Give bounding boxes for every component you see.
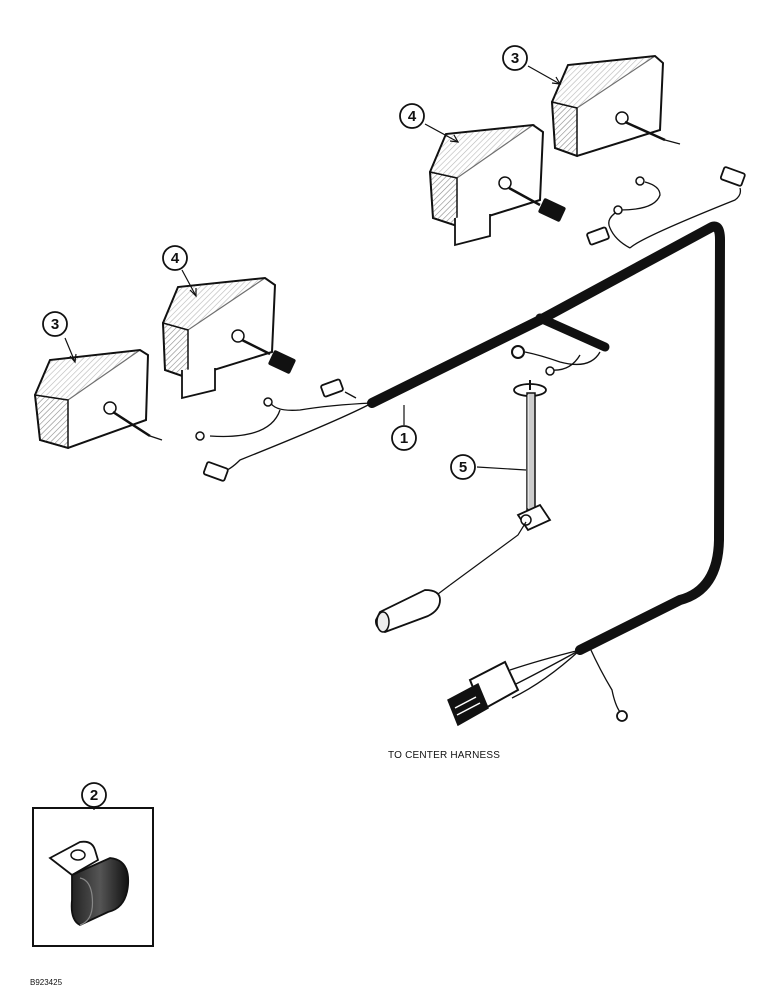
center-harness-connector	[447, 647, 628, 727]
leader-lines	[64, 65, 562, 810]
callout-4-left: 4	[162, 245, 188, 271]
callout-5-label: 5	[459, 459, 467, 476]
left-pigtails	[209, 391, 373, 473]
callout-3-right-label: 3	[511, 50, 519, 67]
callout-4-right-label: 4	[408, 108, 417, 125]
main-harness	[367, 221, 725, 655]
fuel-level-sender	[375, 380, 552, 633]
sender-pigtails	[511, 345, 601, 376]
callout-2-label: 2	[90, 787, 98, 804]
clip-detail-inset	[32, 807, 154, 947]
callout-1: 1	[391, 425, 417, 451]
right-tail-lamp	[550, 54, 681, 158]
callout-2: 2	[81, 782, 107, 808]
callout-1-label: 1	[400, 430, 408, 447]
callout-4-right: 4	[399, 103, 425, 129]
right-marker-lamp	[428, 123, 566, 247]
callout-5: 5	[450, 454, 476, 480]
callout-3-left-label: 3	[51, 316, 59, 333]
left-connectors	[195, 378, 344, 482]
left-marker-lamp	[161, 276, 296, 400]
right-connectors	[586, 166, 746, 246]
callout-3-left: 3	[42, 311, 68, 337]
figure-reference: B923425	[30, 978, 63, 987]
callout-3-right: 3	[502, 45, 528, 71]
left-tail-lamp	[33, 348, 163, 450]
to-center-harness-caption: TO CENTER HARNESS	[388, 750, 501, 761]
callout-4-left-label: 4	[171, 250, 180, 267]
